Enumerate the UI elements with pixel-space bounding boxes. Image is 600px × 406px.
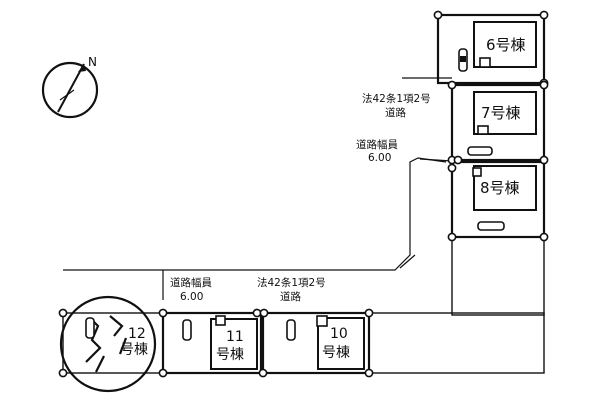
road-width-upper-line1: 道路幅員 [356, 138, 398, 151]
lot-11: 11 号棟 [161, 311, 263, 375]
north-label: N [88, 55, 97, 69]
road-width-upper-line2: 6.00 [368, 152, 391, 164]
lot-12-unit: 号棟 [120, 342, 148, 358]
meter-icon [477, 125, 489, 135]
road-width-lower-line2: 6.00 [180, 291, 203, 303]
car-icon [85, 317, 95, 339]
road-labels: 法42条1項2号 道路 道路幅員 6.00 道路幅員 6.00 法42条1項2号… [170, 92, 431, 303]
compass-arrow-icon [78, 64, 86, 72]
legal-road-lower-line1: 法42条1項2号 [257, 276, 326, 289]
lot-7: 7号棟 [450, 83, 546, 162]
lot-6-label: 6号棟 [486, 36, 526, 54]
meter-icon [472, 167, 482, 177]
lot-12-highlight [59, 295, 157, 393]
legal-road-upper-line1: 法42条1項2号 [362, 92, 431, 105]
boundary-pins [58, 10, 549, 378]
lot-8: 8号棟 [450, 160, 546, 239]
lower-right-lot [368, 312, 545, 374]
lot-12-number: 12 [128, 326, 146, 342]
house-8 [473, 165, 537, 211]
lot-9-area [451, 236, 545, 316]
car-icon [467, 146, 493, 156]
road-width-lower-line1: 道路幅員 [170, 276, 212, 289]
lot-10-unit: 号棟 [322, 345, 350, 361]
meter-icon [215, 315, 226, 326]
meter-icon [479, 57, 491, 68]
house-6 [473, 21, 537, 68]
lot-11-unit: 号棟 [216, 347, 244, 363]
compass-needle [57, 63, 85, 113]
house-11 [210, 318, 258, 370]
lot-7-label: 7号棟 [481, 104, 521, 122]
car-icon [286, 319, 296, 341]
meter-icon [316, 315, 328, 327]
car-icon [182, 319, 192, 341]
access-road [63, 77, 453, 300]
lot-10: 10 号棟 [261, 311, 371, 375]
lot-6: 6号棟 [436, 13, 546, 85]
lot-8-label: 8号棟 [480, 179, 520, 197]
legal-road-lower-line2: 道路 [280, 290, 301, 303]
compass-circle [41, 61, 99, 119]
lot-11-number: 11 [226, 329, 244, 345]
car-icon [477, 221, 505, 231]
lot-12-figure [85, 315, 128, 373]
compass: N [41, 55, 99, 119]
lot-10-number: 10 [330, 326, 348, 342]
lot-12: 12 号棟 [59, 295, 164, 393]
legal-road-upper-line2: 道路 [385, 106, 406, 119]
